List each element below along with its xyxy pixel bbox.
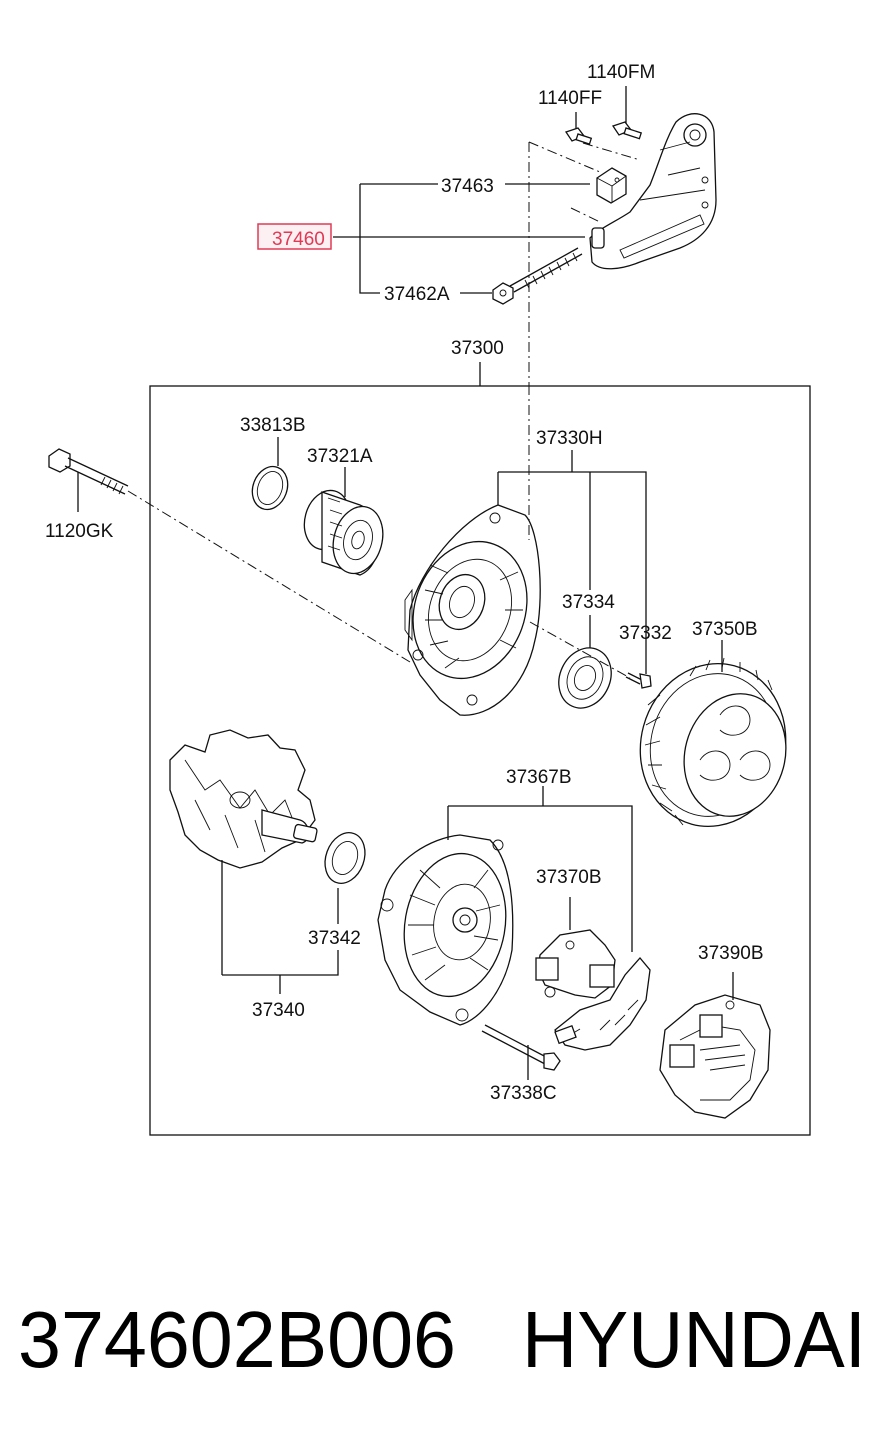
label-37462a: 37462A [384, 284, 450, 305]
bearing-37334-icon [529, 615, 631, 709]
label-37321a: 37321A [307, 446, 373, 467]
label-1140fm: 1140FM [587, 62, 655, 83]
bolt-1140fm-icon [611, 86, 643, 140]
caption-brand: HYUNDAI [522, 1295, 866, 1384]
label-37460: 37460 [272, 229, 325, 250]
label-33813b: 33813B [240, 415, 306, 436]
bolt-37462a-icon [492, 247, 583, 305]
alternator-bracket-icon [589, 113, 717, 270]
label-37330h: 37330H [536, 428, 603, 449]
label-1140ff: 1140FF [538, 88, 602, 109]
label-37338c: 37338C [490, 1083, 557, 1104]
bolt-37338c-icon [481, 1024, 561, 1080]
label-37300: 37300 [451, 338, 504, 359]
bracket-assembly [333, 86, 717, 385]
screw-37332-icon [625, 645, 652, 689]
label-37370b: 37370B [536, 867, 602, 888]
caption-part-number: 374602B006 [18, 1295, 456, 1384]
front-housing-37330h-icon [404, 385, 541, 716]
pulley-37321a-icon [303, 467, 384, 576]
label-37342: 37342 [308, 928, 361, 949]
label-37390b: 37390B [698, 943, 764, 964]
label-37463: 37463 [441, 176, 494, 197]
regulator-37370b-icon [535, 897, 651, 1051]
label-37350b: 37350B [692, 619, 758, 640]
label-1120gk: 1120GK [45, 521, 114, 542]
highlight-box-37460 [257, 223, 332, 250]
stator-37350b-icon [639, 640, 787, 828]
rear-housing-37367b-icon [377, 806, 514, 1026]
bolt-1120gk-icon [48, 448, 411, 663]
bearing-37342-icon [324, 832, 366, 924]
bushing-37463-icon [596, 167, 627, 204]
label-37332: 37332 [619, 623, 672, 644]
label-37334: 37334 [562, 592, 615, 613]
rectifier-37390b-icon [659, 972, 771, 1119]
label-37340: 37340 [252, 1000, 305, 1021]
label-37367b: 37367B [506, 767, 572, 788]
rotor-37340-icon [169, 729, 318, 975]
o-ring-33813b-icon [251, 437, 289, 511]
bolt-1140ff-icon [564, 112, 593, 145]
